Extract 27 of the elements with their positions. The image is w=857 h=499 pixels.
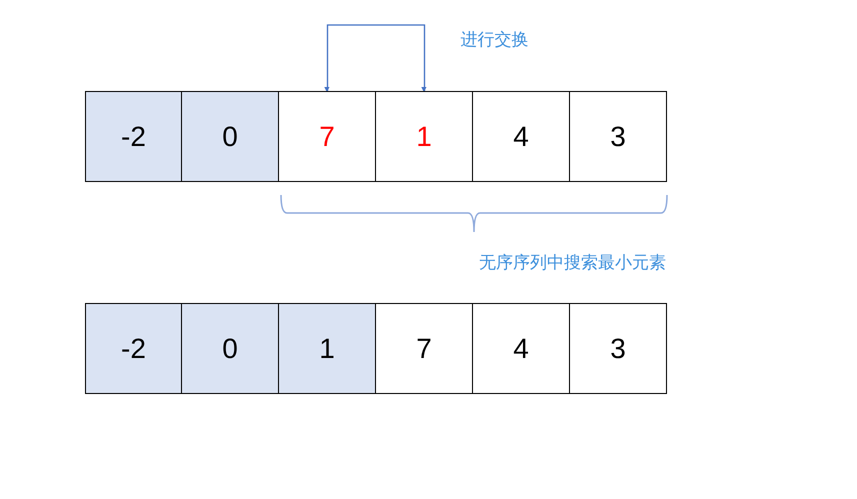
- array-cell: [472, 91, 570, 182]
- cell-value: 0: [222, 120, 238, 152]
- array-cell: [181, 303, 279, 394]
- array-cell: [85, 91, 182, 182]
- cell-value: 1: [319, 332, 335, 364]
- swap-arrow: [324, 24, 426, 92]
- array-cell: [375, 91, 473, 182]
- array-cell: [181, 91, 279, 182]
- cell-value: -2: [121, 332, 146, 364]
- annotation-text: 无序序列中搜索最小元素: [479, 252, 666, 274]
- array-cell: [278, 303, 376, 394]
- cell-value: 7: [416, 332, 432, 364]
- cell-value: 4: [513, 120, 529, 152]
- array-cell: [569, 91, 667, 182]
- array-cell: [472, 303, 570, 394]
- edge-label: 进行交换: [460, 29, 528, 51]
- cell-value: 4: [513, 332, 529, 364]
- cell-value: 3: [610, 120, 626, 152]
- cell-value: 7: [319, 120, 335, 152]
- cell-value: 0: [222, 332, 238, 364]
- array-cell: [569, 303, 667, 394]
- cell-value: 3: [610, 332, 626, 364]
- cell-value: -2: [121, 120, 146, 152]
- array-cell: [375, 303, 473, 394]
- array-cell: [85, 303, 182, 394]
- cell-value: 1: [416, 120, 432, 152]
- array-cell: [278, 91, 376, 182]
